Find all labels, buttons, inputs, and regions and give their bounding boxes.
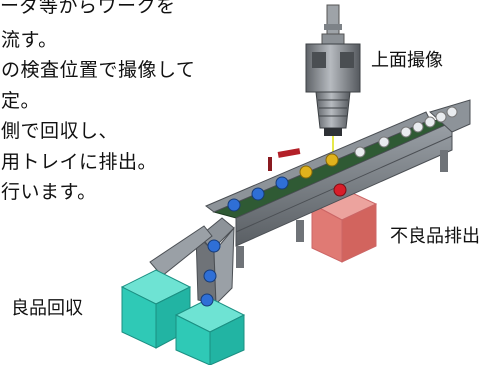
conveyor — [205, 99, 471, 268]
description-line-1: ーダ等からワークを — [0, 0, 176, 17]
camera — [305, 4, 361, 136]
description-line-2: 流す。 — [1, 29, 58, 51]
good-bin-front — [174, 297, 246, 365]
description-line-6: 用トレイに排出。 — [1, 151, 158, 173]
description-line-5: 側で回収し、 — [1, 120, 119, 142]
label-good-collection: 良品回収 — [11, 298, 83, 319]
description-line-4: 定。 — [1, 90, 41, 112]
label-top-camera: 上面撮像 — [371, 50, 443, 71]
label-reject-discharge: 不良品排出 — [390, 226, 480, 247]
description-line-3: の検査位置で撮像して — [1, 59, 196, 81]
workpieces — [200, 106, 458, 307]
description-line-7: 行います。 — [1, 181, 97, 203]
